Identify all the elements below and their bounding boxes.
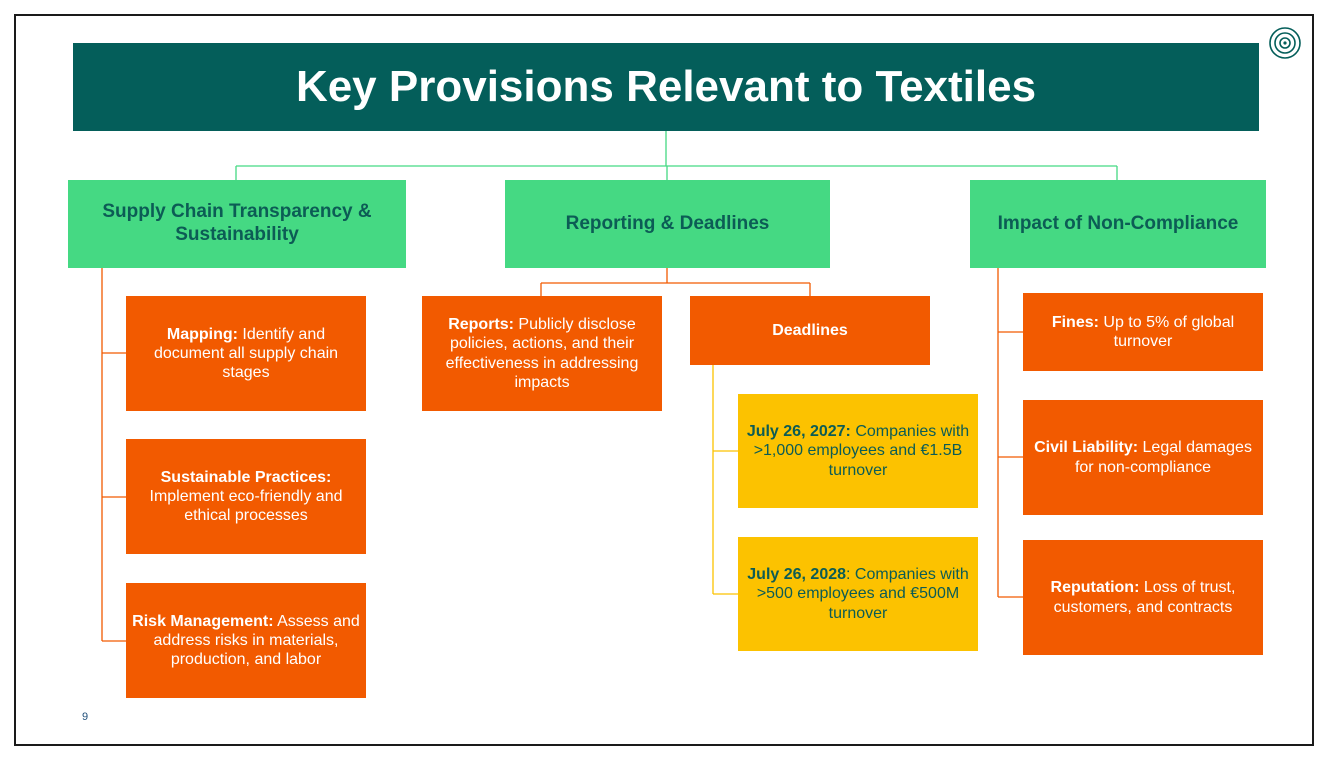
item-mapping: Mapping: Identify and document all suppl… (126, 296, 366, 411)
item-sustainable-practices-text: Implement eco-friendly and ethical proce… (149, 487, 343, 525)
item-reputation-heading: Reputation: (1050, 579, 1140, 597)
item-civil-liability: Civil Liability: Legal damages for non-c… (1023, 400, 1263, 515)
item-civil-liability-heading: Civil Liability: (1034, 439, 1139, 457)
item-reputation-text: Loss of trust, customers, and contracts (1053, 579, 1236, 616)
category-supply-chain: Supply Chain Transparency & Sustainabili… (68, 180, 406, 268)
item-reputation: Reputation: Loss of trust, customers, an… (1023, 540, 1263, 655)
concentric-circles-logo-icon (1269, 27, 1301, 59)
item-reports-text: Publicly disclose policies, actions, and… (445, 316, 639, 391)
category-reporting: Reporting & Deadlines (505, 180, 830, 268)
item-fines: Fines: Up to 5% of global turnover (1023, 293, 1263, 371)
item-mapping-heading: Mapping: (166, 325, 238, 343)
item-risk-management-text: Assess and address risks in materials, p… (153, 612, 360, 669)
deadline-2028-text: : Companies with >500 employees and €500… (756, 566, 969, 622)
page-title: Key Provisions Relevant to Textiles (73, 43, 1259, 131)
deadline-2027-date: July 26, 2027: (746, 423, 851, 441)
item-civil-liability-text: Legal damages for non-compliance (1074, 439, 1252, 476)
page-number: 9 (82, 711, 89, 723)
deadline-2028: July 26, 2028: Companies with >500 emplo… (738, 537, 978, 651)
deadline-2027-text: Companies with >1,000 employees and €1.5… (753, 423, 970, 479)
item-risk-management-heading: Risk Management: (132, 612, 274, 630)
item-reports: Reports: Publicly disclose policies, act… (422, 296, 662, 411)
category-reporting-label: Reporting & Deadlines (565, 212, 770, 234)
category-non-compliance: Impact of Non-Compliance (970, 180, 1266, 268)
item-risk-management: Risk Management: Assess and address risk… (126, 583, 366, 698)
item-reports-heading: Reports: (448, 316, 514, 334)
item-mapping-text: Identify and document all supply chain s… (153, 325, 339, 382)
item-fines-heading: Fines: (1051, 313, 1099, 331)
deadline-2027: July 26, 2027: Companies with >1,000 emp… (738, 394, 978, 508)
item-sustainable-practices: Sustainable Practices: Implement eco-fri… (126, 439, 366, 554)
item-deadlines-label: Deadlines (772, 321, 848, 339)
item-fines-text: Up to 5% of global turnover (1098, 313, 1235, 350)
category-supply-chain-label: Supply Chain Transparency & Sustainabili… (102, 201, 372, 245)
slide-frame (14, 14, 1314, 746)
item-deadlines: Deadlines (690, 296, 930, 365)
item-sustainable-practices-heading: Sustainable Practices: (160, 468, 332, 486)
category-non-compliance-label: Impact of Non-Compliance (997, 212, 1239, 234)
deadline-2028-date: July 26, 2028 (747, 566, 847, 584)
